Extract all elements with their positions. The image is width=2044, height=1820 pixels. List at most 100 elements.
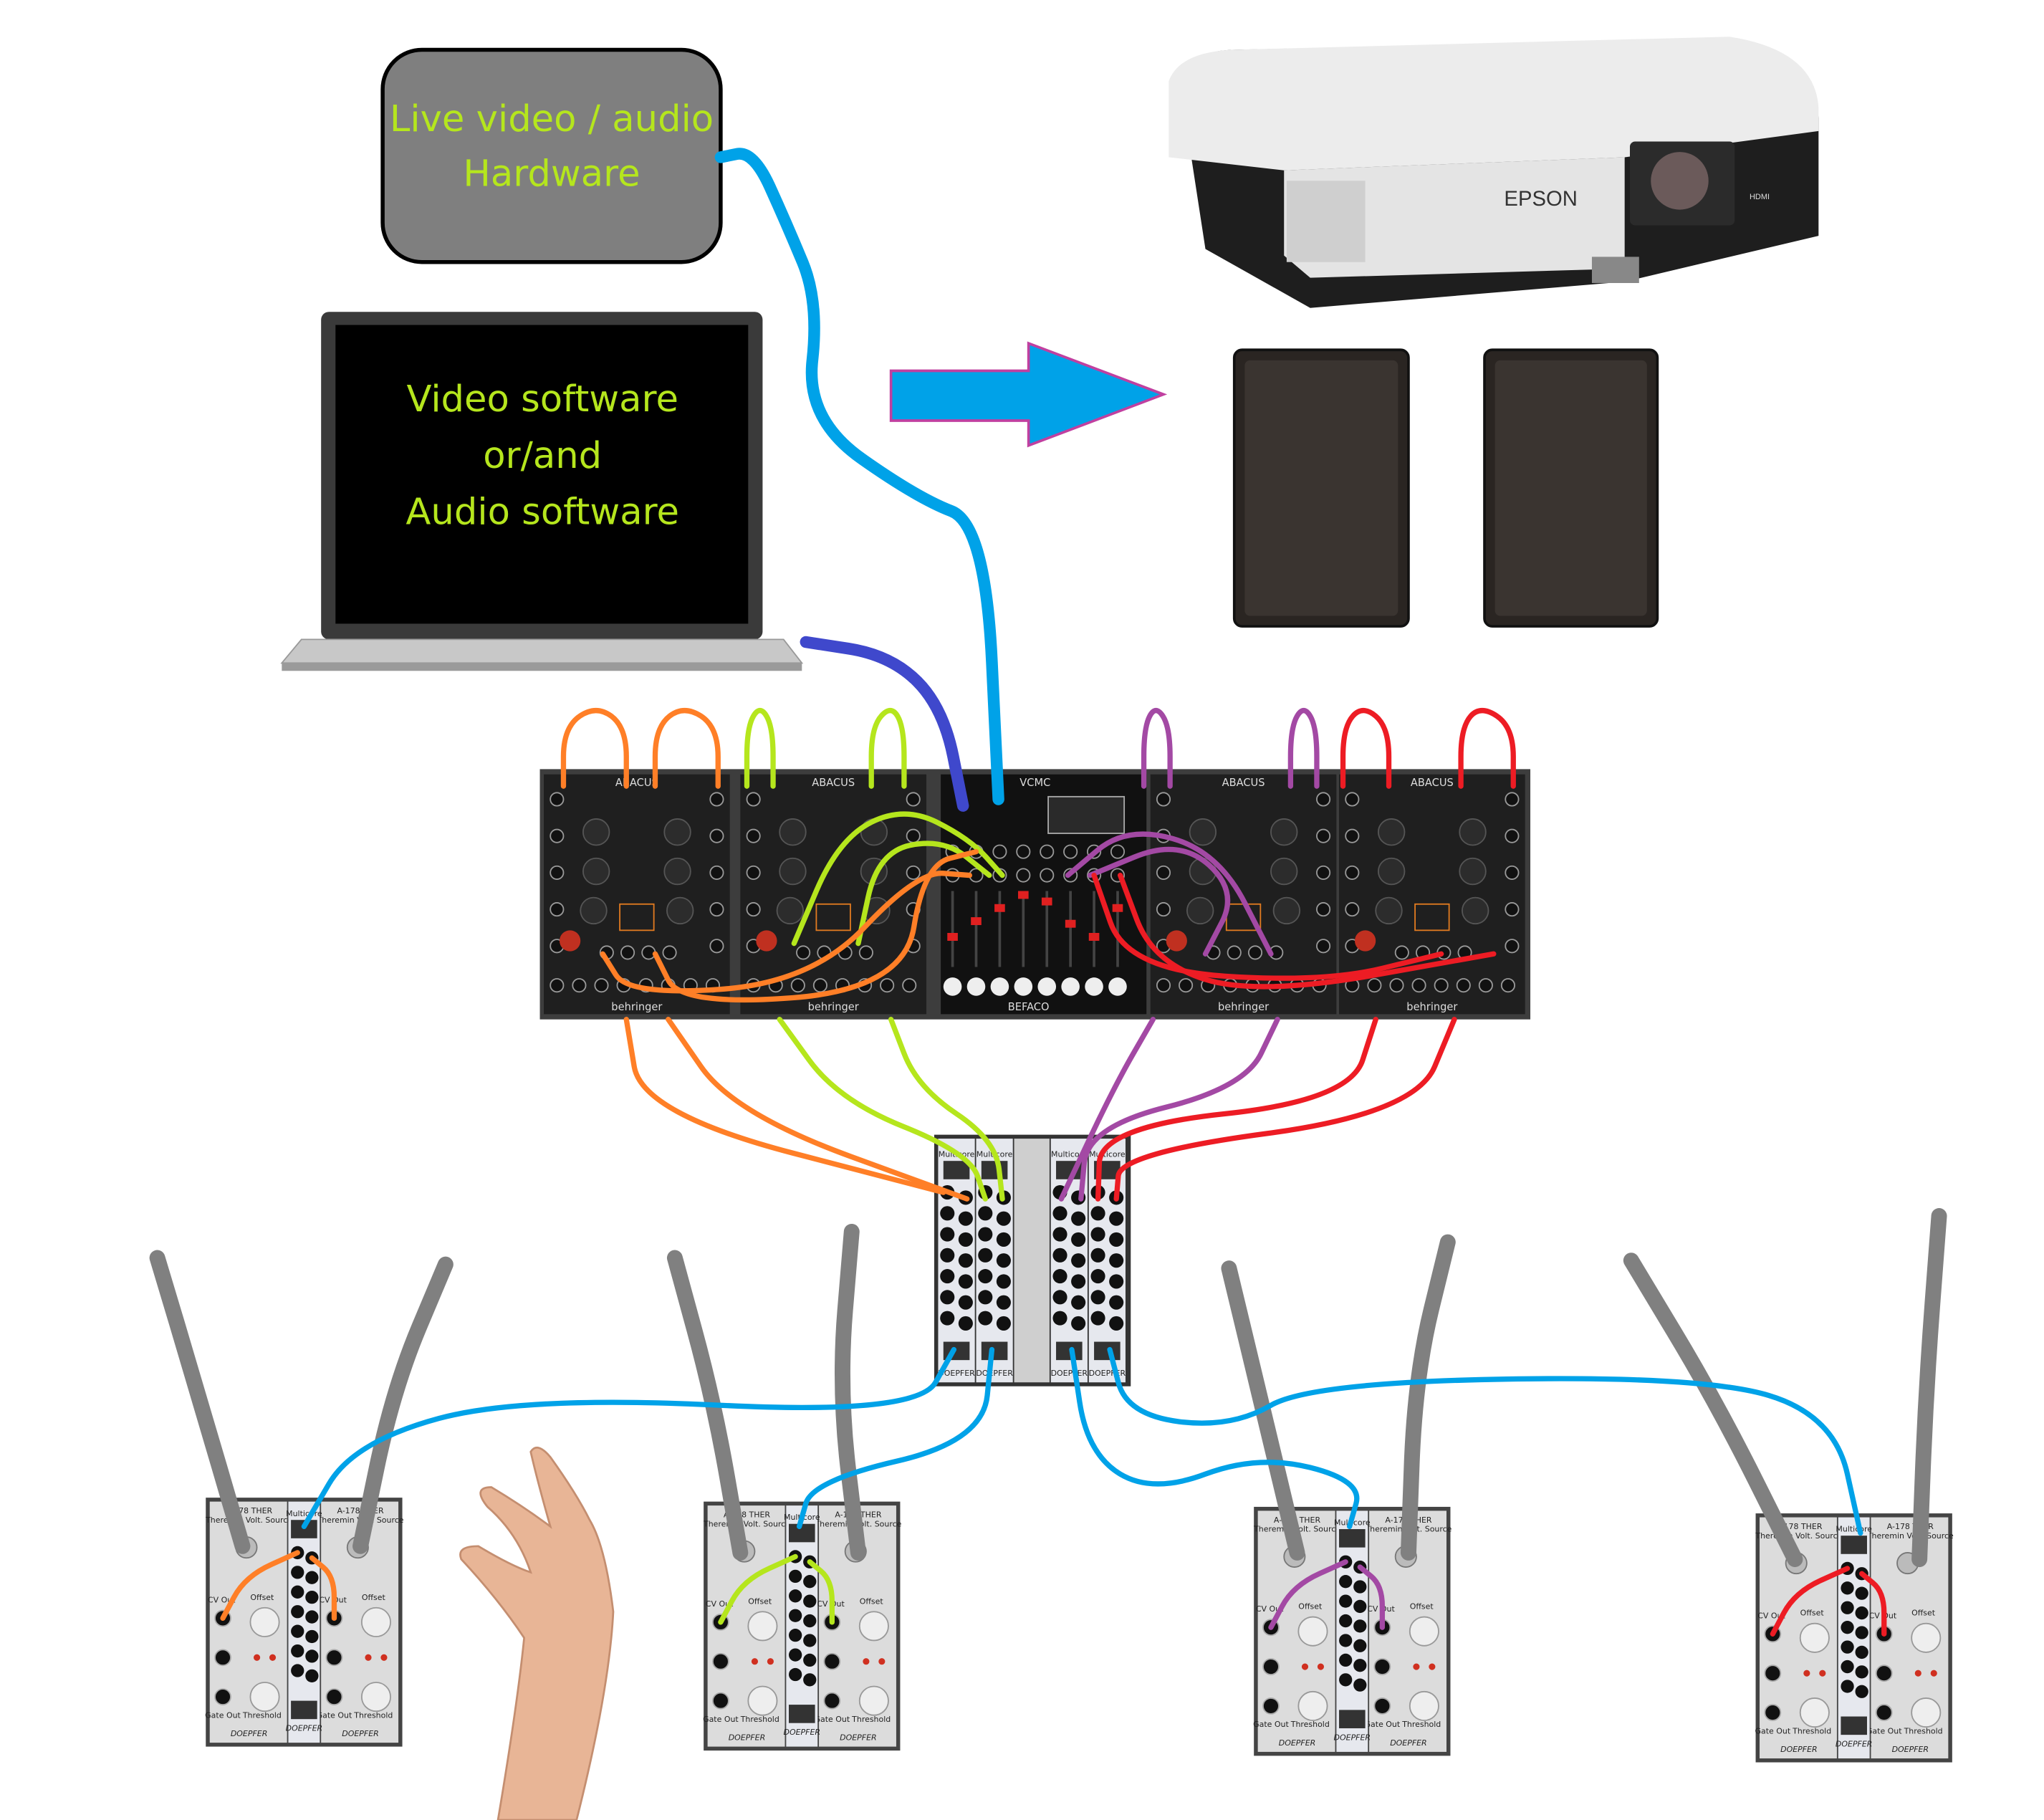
module-patch-cable — [220, 1550, 300, 1622]
threshold-label: Threshold — [1290, 1720, 1330, 1729]
fader-handle[interactable] — [971, 917, 982, 926]
gate-out-label: Gate Out — [815, 1715, 850, 1724]
threshold-knob[interactable] — [249, 1682, 280, 1713]
step-button[interactable] — [1014, 977, 1033, 996]
step-button[interactable] — [943, 977, 962, 996]
knob[interactable] — [1375, 896, 1403, 925]
rj45-port-icon — [1841, 1536, 1867, 1554]
cycle-button[interactable] — [1166, 930, 1187, 952]
knob[interactable] — [1459, 818, 1487, 846]
knob[interactable] — [1186, 896, 1214, 925]
jack — [214, 1649, 231, 1667]
jack — [1841, 1601, 1854, 1614]
fader-handle[interactable] — [1112, 904, 1123, 912]
step-button[interactable] — [1085, 977, 1103, 996]
rj45-port-icon — [981, 1161, 1008, 1179]
fader-handle[interactable] — [1088, 933, 1100, 941]
offset-knob[interactable] — [1297, 1616, 1328, 1647]
cycle-button[interactable] — [1354, 930, 1376, 952]
step-button[interactable] — [1108, 977, 1127, 996]
offset-knob[interactable] — [249, 1606, 280, 1637]
knob[interactable] — [1270, 857, 1298, 886]
offset-knob[interactable] — [360, 1606, 392, 1637]
jack — [1505, 939, 1520, 954]
knob[interactable] — [580, 896, 608, 925]
jack — [803, 1614, 817, 1628]
multicore-maker: DOEPFER — [938, 1369, 975, 1378]
fader-handle[interactable] — [1065, 919, 1076, 928]
jack — [1353, 1659, 1367, 1672]
abacus-maker: behringer — [1406, 1001, 1457, 1013]
patch-cable-loop — [652, 707, 721, 789]
abacus-title: ABACUS — [615, 777, 658, 789]
knob[interactable] — [663, 857, 691, 886]
threshold-label: Threshold — [353, 1710, 393, 1720]
knob[interactable] — [582, 818, 610, 846]
patch-cable-internal — [652, 848, 979, 1003]
theremin-subtitle: Theremin Volt. Source — [1866, 1531, 1954, 1541]
threshold-knob[interactable] — [858, 1685, 889, 1716]
knob[interactable] — [1462, 896, 1489, 925]
rj45-port-icon — [788, 1523, 815, 1543]
offset-label: Offset — [250, 1593, 274, 1602]
projector-hdmi-badge: HDMI — [1750, 193, 1770, 201]
jack — [550, 902, 565, 917]
knob[interactable] — [776, 896, 805, 925]
knob[interactable] — [1189, 818, 1217, 846]
jack — [1052, 1311, 1067, 1326]
knob[interactable] — [666, 896, 694, 925]
fader-handle[interactable] — [1041, 897, 1052, 906]
rj45-port-icon — [1056, 1341, 1083, 1361]
theremin-antenna — [1623, 1253, 1803, 1568]
multicore-maker: DOEPFER — [1051, 1369, 1088, 1378]
fader-handle[interactable] — [947, 933, 958, 941]
step-button[interactable] — [1037, 977, 1057, 996]
knob[interactable] — [1377, 818, 1406, 846]
cycle-button[interactable] — [756, 930, 777, 952]
offset-knob[interactable] — [1409, 1616, 1439, 1647]
patch-cable-internal — [1065, 831, 1274, 957]
knob[interactable] — [1459, 857, 1487, 886]
step-button[interactable] — [990, 977, 1009, 996]
jack — [996, 1295, 1011, 1310]
offset-knob[interactable] — [858, 1611, 889, 1642]
knob[interactable] — [582, 857, 610, 886]
jack — [746, 828, 761, 843]
jack — [1316, 865, 1331, 880]
theremin-maker: DOEPFER — [231, 1729, 268, 1738]
offset-knob[interactable] — [1911, 1622, 1942, 1653]
knob[interactable] — [1270, 818, 1298, 846]
threshold-knob[interactable] — [747, 1685, 778, 1716]
laptop: Video software or/and Audio software — [280, 312, 804, 671]
offset-knob[interactable] — [1799, 1622, 1830, 1653]
multicore-cable — [301, 1346, 957, 1530]
knob[interactable] — [1377, 857, 1406, 886]
abacus-maker: behringer — [808, 1001, 859, 1013]
knob[interactable] — [779, 818, 807, 846]
step-button[interactable] — [1061, 977, 1080, 996]
step-button[interactable] — [966, 977, 986, 996]
led — [1301, 1663, 1309, 1670]
jack — [1071, 1253, 1086, 1268]
offset-knob[interactable] — [747, 1611, 778, 1642]
knob[interactable] — [663, 818, 691, 846]
knob[interactable] — [779, 857, 807, 886]
jack — [1855, 1606, 1868, 1620]
threshold-knob[interactable] — [1297, 1690, 1328, 1721]
led — [1930, 1670, 1937, 1677]
patch-cable-internal — [1087, 846, 1231, 957]
patch-cable-loop — [560, 707, 629, 789]
jack — [1394, 945, 1409, 960]
fader-handle[interactable] — [994, 904, 1005, 912]
knob[interactable] — [1272, 896, 1301, 925]
threshold-knob[interactable] — [1799, 1697, 1830, 1728]
jack — [1855, 1586, 1868, 1600]
jack — [1345, 792, 1360, 807]
threshold-knob[interactable] — [360, 1682, 392, 1713]
jack — [1500, 978, 1515, 993]
fader-handle[interactable] — [1018, 891, 1029, 899]
jack — [1339, 1634, 1353, 1647]
threshold-knob[interactable] — [1409, 1690, 1439, 1721]
cycle-button[interactable] — [559, 930, 581, 952]
threshold-knob[interactable] — [1911, 1697, 1942, 1728]
